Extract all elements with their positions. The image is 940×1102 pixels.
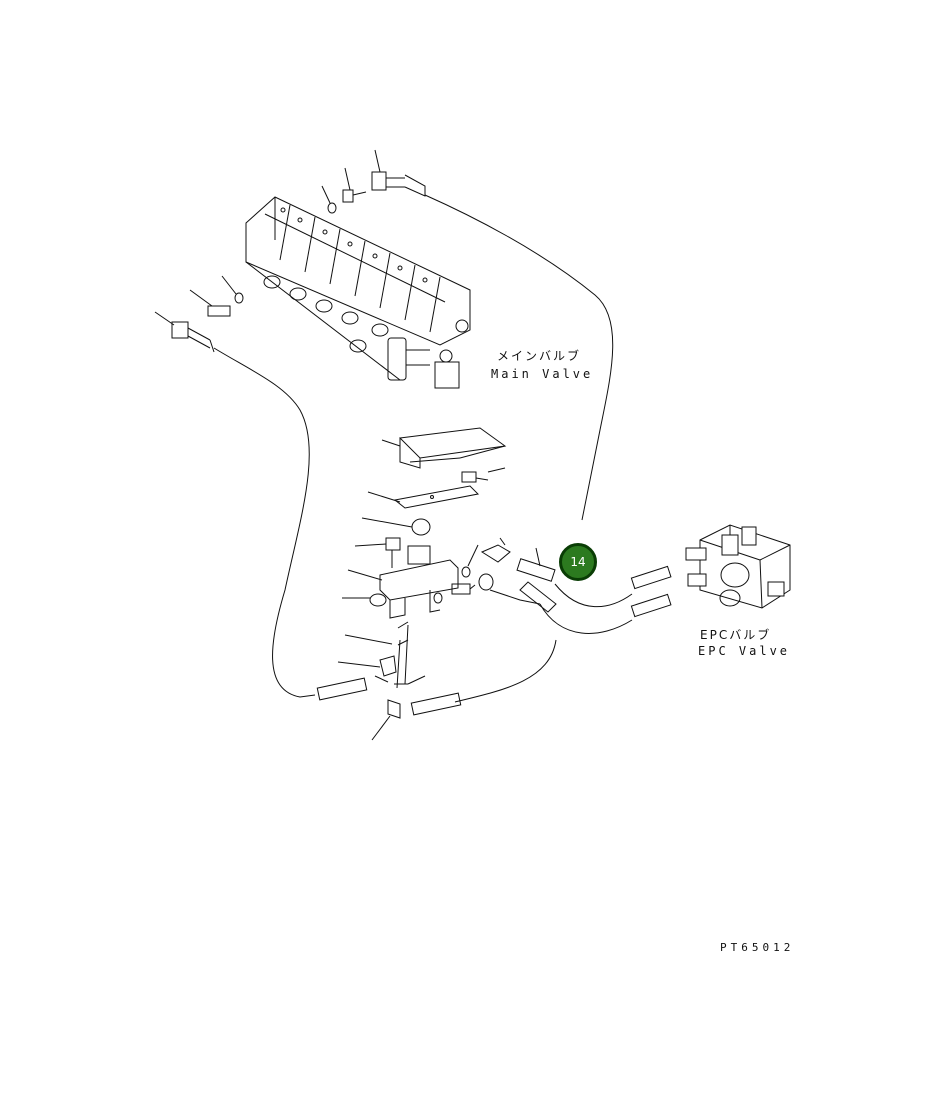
center-fittings bbox=[452, 538, 556, 612]
main-valve-top-fittings bbox=[322, 150, 425, 213]
hose-end-fittings bbox=[317, 566, 671, 714]
part-callout-14[interactable]: 14 bbox=[559, 543, 597, 581]
hose-lines bbox=[214, 195, 632, 702]
lever-bracket-assembly bbox=[338, 428, 505, 740]
epc-valve-block bbox=[686, 525, 790, 608]
main-valve-left-fittings bbox=[155, 276, 243, 352]
main-valve-block bbox=[245, 197, 470, 388]
main-valve-label-jp: メインバルブ bbox=[497, 349, 582, 363]
epc-valve-label-en: EPC Valve bbox=[698, 644, 791, 658]
drawing-code: PT65012 bbox=[720, 941, 795, 954]
epc-valve-label-jp: EPCバルブ bbox=[700, 628, 772, 642]
main-valve-label-en: Main Valve bbox=[491, 367, 594, 381]
